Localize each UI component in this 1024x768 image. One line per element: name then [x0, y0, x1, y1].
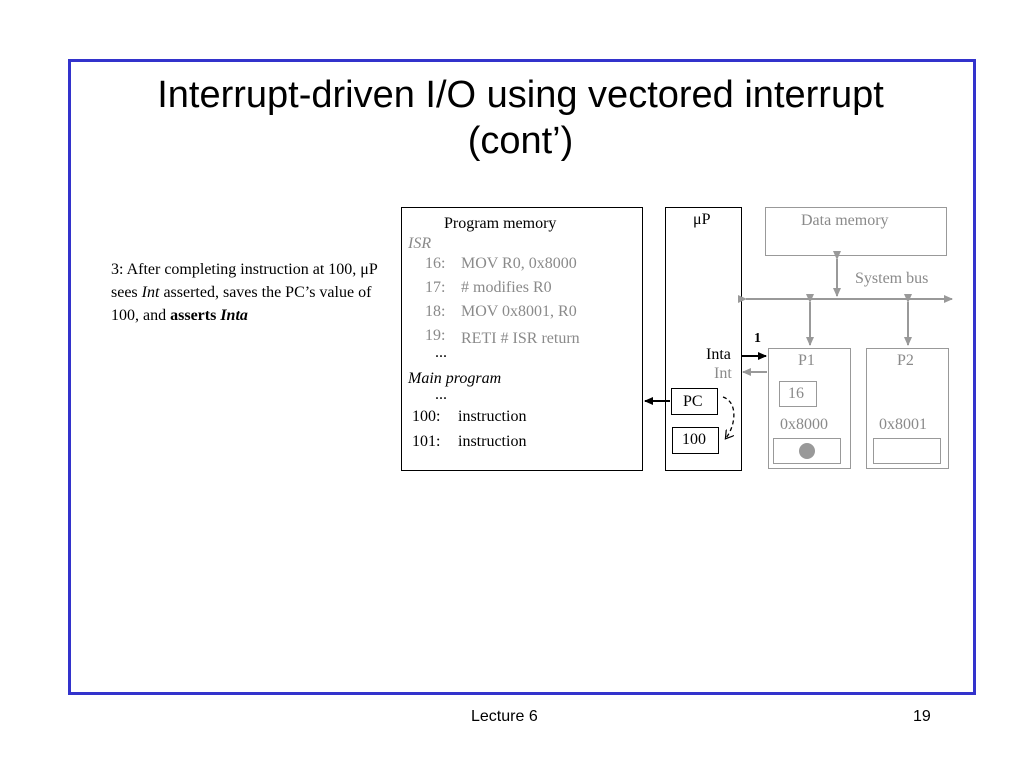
p1-data-indicator [799, 443, 815, 459]
program-memory-title: Program memory [444, 215, 557, 232]
int-label: Int [714, 365, 732, 382]
note-asserts: asserts [170, 307, 217, 324]
pc-saved-value-box [672, 427, 719, 454]
p2-address: 0x8001 [879, 416, 927, 433]
pc-label: PC [683, 393, 703, 410]
slide-frame [68, 59, 976, 695]
isr-line-text: MOV R0, 0x8000 [461, 255, 577, 272]
p2-data-box [873, 438, 941, 464]
ellipsis: ... [435, 386, 447, 403]
note-text-1: 3: After completing instruction at 100, … [111, 261, 378, 301]
isr-line-num: 17: [425, 279, 446, 296]
p2-title: P2 [897, 352, 914, 369]
isr-label: ISR [408, 235, 432, 252]
isr-line-num: 18: [425, 303, 446, 320]
pc-save-dashed-arrow [722, 396, 735, 438]
note-text-2: asserted, saves the PC’s value of 100, a… [111, 284, 372, 324]
isr-line-text: MOV 0x8001, R0 [461, 303, 577, 320]
pc-saved-value: 100 [682, 431, 706, 448]
p1-title: P1 [798, 352, 815, 369]
isr-line-text: # modifies R0 [461, 279, 552, 296]
note-int: Int [141, 284, 160, 301]
title-line-1: Interrupt-driven I/O using vectored inte… [157, 74, 884, 116]
program-memory-box [401, 207, 643, 471]
microprocessor-title: μP [693, 211, 711, 228]
p1-address: 0x8000 [780, 416, 828, 433]
footer-lecture: Lecture 6 [471, 708, 538, 725]
main-program-label: Main program [408, 370, 502, 387]
inta-label: Inta [706, 346, 731, 363]
main-line-num: 101: [412, 433, 441, 450]
isr-line-text: RETI # ISR return [461, 330, 580, 347]
note-inta: Inta [220, 307, 248, 324]
ellipsis: ... [435, 344, 447, 361]
data-memory-box [765, 207, 947, 256]
p1-register-value: 16 [788, 385, 804, 402]
system-bus-label: System bus [855, 270, 929, 287]
data-memory-title: Data memory [801, 212, 889, 229]
slide-title: Interrupt-driven I/O using vectored inte… [68, 72, 973, 164]
title-line-2: (cont’) [467, 120, 574, 162]
isr-line-num: 19: [425, 327, 446, 344]
main-line-text: instruction [458, 433, 527, 450]
inta-signal-value: 1 [754, 331, 761, 346]
main-line-text: instruction [458, 408, 527, 425]
p1-register-box [779, 381, 817, 407]
step-note: 3: After completing instruction at 100, … [111, 258, 396, 327]
footer-page-number: 19 [913, 708, 931, 725]
isr-line-num: 16: [425, 255, 446, 272]
pc-register [671, 388, 718, 415]
main-line-num: 100: [412, 408, 441, 425]
